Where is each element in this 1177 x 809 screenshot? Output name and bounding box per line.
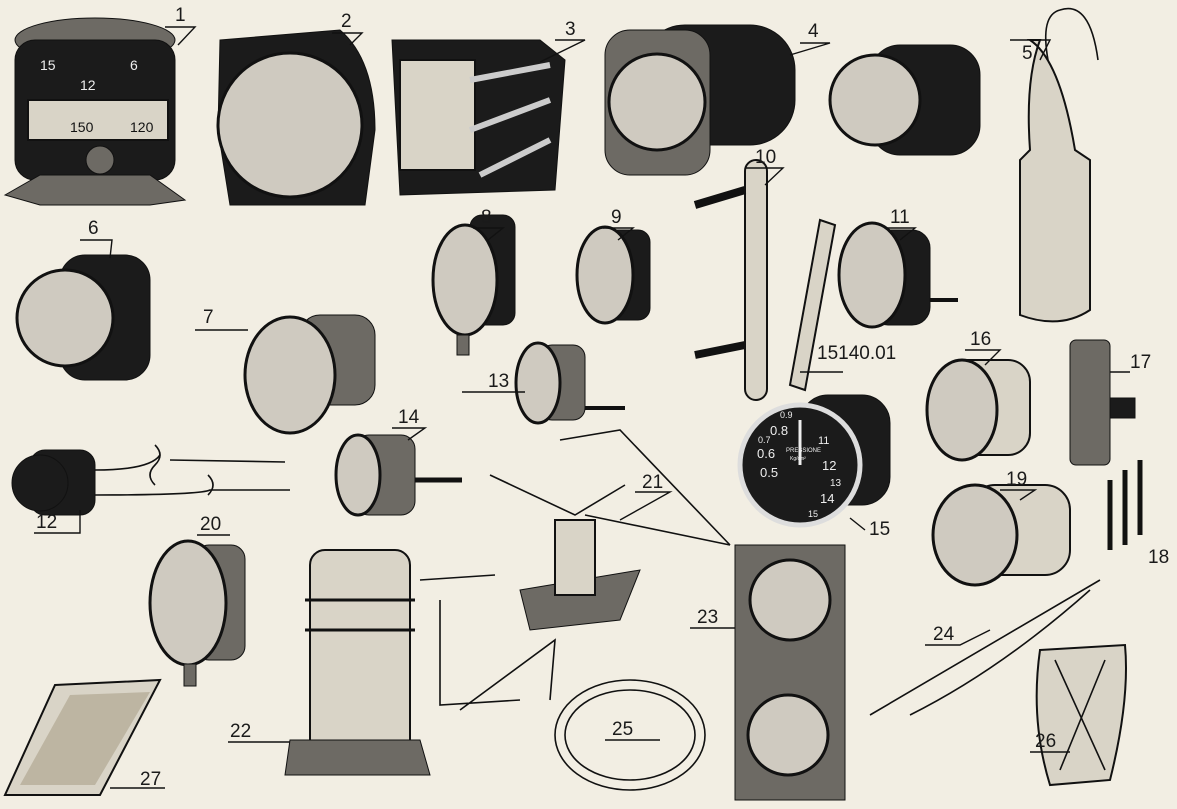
label-4: 4 (808, 21, 819, 42)
gauge-title: PRESSIONE (786, 448, 821, 454)
label-15: 15 (869, 519, 891, 540)
label-1: 1 (175, 5, 186, 26)
label-12: 12 (36, 512, 58, 533)
label-ref-15140-01: 15140.01 (817, 343, 897, 364)
compass-scale-12: 12 (80, 77, 96, 93)
label-25: 25 (612, 719, 634, 740)
instrument-9 (575, 225, 651, 325)
gauge-tick-0-8: 0.8 (770, 423, 788, 438)
gauge-tick-0-5: 0.5 (760, 465, 778, 480)
gauge-tick-0-7: 0.7 (758, 435, 771, 445)
panel-23 (734, 544, 846, 801)
label-7: 7 (203, 307, 214, 328)
instrument-6 (15, 254, 151, 381)
compass-scale-120: 120 (130, 119, 154, 135)
instrument-10-gauge-tube (693, 159, 837, 401)
grid-plate-27 (3, 678, 162, 796)
label-3: 3 (565, 19, 576, 40)
pump-unit-22 (284, 549, 556, 776)
instrument-14 (334, 433, 462, 517)
instrument-3 (391, 39, 566, 196)
gauge-tick-11: 11 (818, 435, 829, 447)
gauge-tick-12: 12 (822, 458, 836, 473)
instrument-2 (216, 29, 376, 206)
label-20: 20 (200, 514, 222, 535)
gauge-unit: Kg/cm² (790, 456, 806, 462)
instrument-16 (925, 358, 1031, 462)
label-17: 17 (1130, 352, 1152, 373)
label-6: 6 (88, 218, 99, 239)
instrument-20 (148, 539, 246, 687)
cables-24 (869, 579, 1101, 716)
label-27: 27 (140, 769, 162, 790)
label-21: 21 (642, 472, 664, 493)
label-13: 13 (488, 371, 510, 392)
gauge-tick-13: 13 (830, 478, 842, 489)
gauge-tick-14: 14 (820, 491, 834, 506)
pressure-gauge-15: 0.5 0.6 0.7 0.8 0.9 11 12 13 14 15 PRESS… (737, 394, 891, 528)
cable-coil-25 (554, 679, 706, 791)
label-9: 9 (611, 207, 622, 228)
plugs-18 (1107, 460, 1143, 550)
instrument-7 (243, 314, 376, 435)
instrument-13 (514, 341, 625, 425)
label-8: 8 (481, 207, 492, 228)
compass-scale-150: 150 (70, 119, 94, 135)
label-18: 18 (1148, 547, 1170, 568)
instrument-4 (604, 24, 796, 176)
leader-lines (34, 26, 1130, 789)
label-16: 16 (970, 329, 992, 350)
label-24: 24 (933, 624, 955, 645)
compass-scale-15: 15 (40, 57, 56, 73)
instrument-17 (1069, 339, 1136, 466)
label-10: 10 (755, 147, 777, 168)
compass-1: 15 12 6 150 120 (3, 17, 187, 206)
label-14: 14 (398, 407, 420, 428)
instrument-12 (11, 444, 290, 516)
bag-26 (1035, 643, 1127, 787)
instrument-11 (837, 221, 958, 329)
instrument-5 (828, 7, 1099, 323)
instrument-8 (431, 214, 516, 356)
stand-21 (489, 429, 731, 631)
label-11: 11 (890, 207, 910, 228)
compass-scale-6: 6 (130, 57, 138, 73)
label-23: 23 (697, 607, 719, 628)
gauge-tick-0-6: 0.6 (757, 446, 775, 461)
instrument-19 (931, 483, 1071, 587)
label-22: 22 (230, 721, 252, 742)
gauge-tick-15: 15 (808, 509, 818, 519)
label-2: 2 (341, 11, 352, 32)
gauge-tick-0-9: 0.9 (780, 410, 793, 420)
label-5: 5 (1022, 43, 1033, 64)
label-26: 26 (1035, 731, 1057, 752)
label-19: 19 (1006, 469, 1028, 490)
